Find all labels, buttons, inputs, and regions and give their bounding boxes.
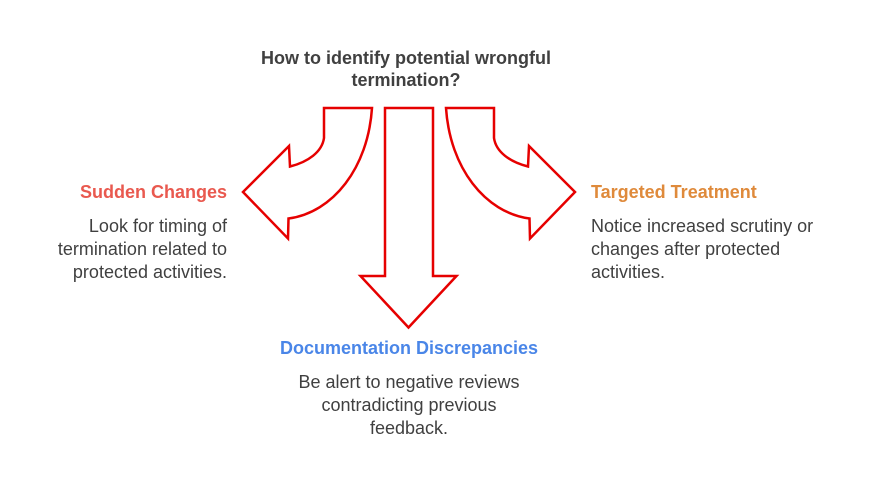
- right-curved-arrow: [444, 106, 577, 242]
- branch-sudden-changes: Sudden Changes Look for timing of termin…: [7, 181, 227, 284]
- branch-body-documentation-discrepancies: Be alert to negative reviews contradicti…: [298, 372, 520, 438]
- branch-heading-documentation-discrepancies: Documentation Discrepancies: [279, 338, 539, 358]
- branch-documentation-discrepancies: Documentation Discrepancies Be alert to …: [269, 337, 549, 440]
- branch-heading-sudden-changes: Sudden Changes: [79, 182, 227, 202]
- left-curved-arrow: [241, 106, 374, 242]
- diagram-title: How to identify potential wrongful termi…: [261, 48, 551, 90]
- down-arrow: [357, 106, 460, 330]
- branch-body-sudden-changes: Look for timing of termination related t…: [57, 216, 227, 282]
- branch-heading-targeted-treatment: Targeted Treatment: [591, 182, 757, 202]
- branch-targeted-treatment: Targeted Treatment Notice increased scru…: [591, 181, 853, 284]
- branch-body-targeted-treatment: Notice increased scrutiny or changes aft…: [591, 216, 814, 282]
